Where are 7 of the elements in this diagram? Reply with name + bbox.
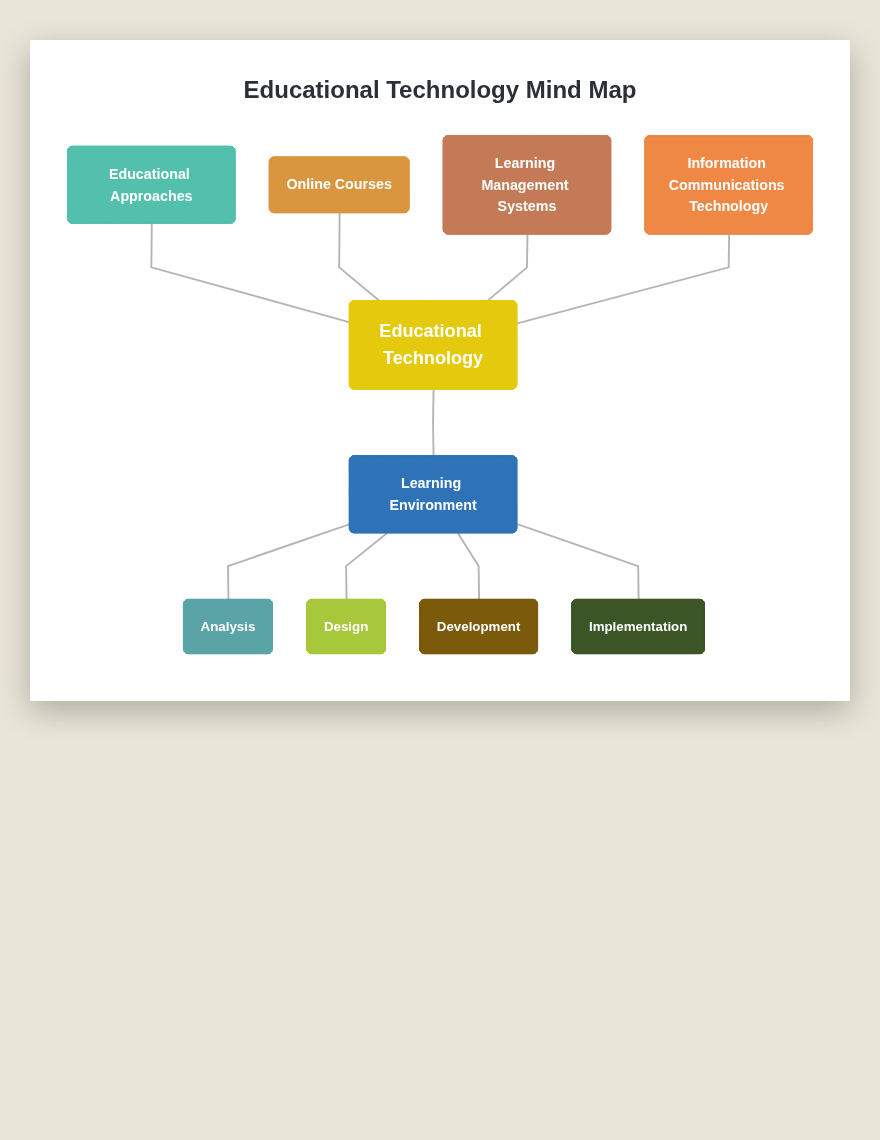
connector <box>345 532 388 601</box>
connector <box>150 222 351 324</box>
connector <box>457 532 481 601</box>
connector <box>227 523 351 601</box>
connector <box>516 233 731 325</box>
diagram-title: Educational Technology Mind Map <box>242 76 638 104</box>
connector <box>516 523 640 601</box>
